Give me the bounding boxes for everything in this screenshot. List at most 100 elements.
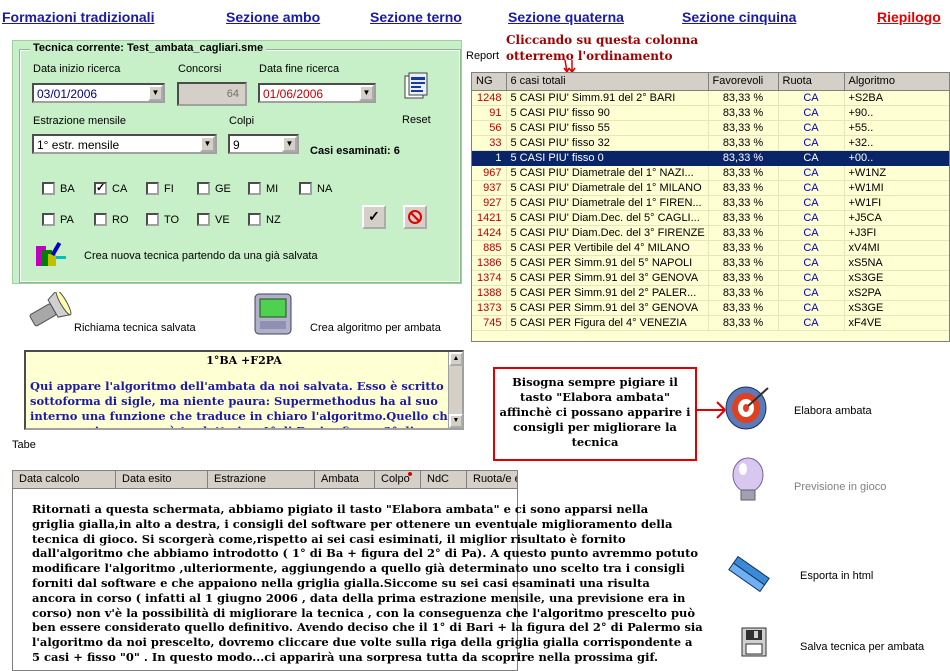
table-cell: 5 CASI PER Simm.91 del 3° GENOVA xyxy=(506,270,709,286)
nav-sezione-terno[interactable]: Sezione terno xyxy=(370,9,462,25)
nav-riepilogo[interactable]: Riepilogo xyxy=(877,9,941,25)
checkbox-fi[interactable] xyxy=(146,182,159,195)
outcome-column-header[interactable]: Ambata xyxy=(315,471,375,489)
esporta-html-button[interactable]: Esporta in html xyxy=(800,570,874,582)
new-from-saved-label[interactable]: Crea nuova tecnica partendo da una già s… xyxy=(84,250,318,262)
checkbox-to[interactable] xyxy=(146,213,159,226)
outcome-column-header[interactable]: Data calcolo xyxy=(13,471,116,489)
table-cell: 5 CASI PIU' fisso 55 xyxy=(506,120,709,136)
table-cell: 83,33 % xyxy=(708,195,779,211)
checkbox-ge[interactable] xyxy=(197,182,210,195)
grid-column-header[interactable]: 6 casi totali xyxy=(506,73,709,91)
table-cell: xF4VE xyxy=(844,315,949,331)
table-cell: 1373 xyxy=(472,300,507,316)
calculator-icon[interactable] xyxy=(252,292,296,338)
table-cell: +90.. xyxy=(844,105,949,121)
table-cell: 967 xyxy=(472,165,507,181)
table-cell: 83,33 % xyxy=(708,105,779,121)
callout-note: Bisogna sempre pigiare il tasto "Elabora… xyxy=(493,367,697,461)
cancel-button[interactable] xyxy=(403,205,427,229)
scroll-down-icon[interactable]: ▼ xyxy=(449,414,463,428)
recall-technique-label[interactable]: Richiama tecnica salvata xyxy=(74,322,196,334)
checkbox-ca[interactable]: ✓ xyxy=(94,182,107,195)
table-cell: 5 CASI PIU' Diametrale del 1° MILANO xyxy=(506,180,709,196)
algorithm-box[interactable]: 1°BA +F2PA Qui appare l'algoritmo dell'a… xyxy=(24,350,464,430)
grid-column-header[interactable]: Ruota xyxy=(778,73,845,91)
previsione-button[interactable]: Previsione in gioco xyxy=(794,481,887,493)
outcome-column-header[interactable]: Colpo xyxy=(375,471,421,489)
outcome-column-header[interactable]: Ruota/e esito xyxy=(467,471,517,489)
table-cell: 5 CASI PIU' Simm.91 del 2° BARI xyxy=(506,90,709,106)
colpi-select[interactable]: 9 ▼ xyxy=(228,134,299,154)
table-cell: CA xyxy=(778,150,845,166)
table-cell: 927 xyxy=(472,195,507,211)
salva-tecnica-button[interactable]: Salva tecnica per ambata xyxy=(800,641,925,653)
table-cell: 885 xyxy=(472,240,507,256)
end-date-picker[interactable]: 01/06/2006 ▼ xyxy=(258,83,376,103)
reset-icon[interactable] xyxy=(402,72,430,102)
lightbulb-icon[interactable] xyxy=(728,455,770,507)
confirm-button[interactable]: ✓ xyxy=(362,205,386,229)
checkbox-ve[interactable] xyxy=(197,213,210,226)
table-cell: 83,33 % xyxy=(708,300,779,316)
flashlight-icon[interactable] xyxy=(22,289,72,332)
chevron-down-icon[interactable]: ▼ xyxy=(282,136,297,152)
check-icon: ✓ xyxy=(368,208,380,224)
target-icon[interactable] xyxy=(722,384,772,432)
table-cell: 1424 xyxy=(472,225,507,241)
nav-sezione-cinquina[interactable]: Sezione cinquina xyxy=(682,9,797,25)
create-algorithm-label[interactable]: Crea algoritmo per ambata xyxy=(310,322,441,334)
checkbox-ba[interactable] xyxy=(42,182,55,195)
estrazione-select[interactable]: 1° estr. mensile ▼ xyxy=(32,134,217,154)
checkbox-pa[interactable] xyxy=(42,213,55,226)
chevron-down-icon[interactable]: ▼ xyxy=(148,85,163,101)
chevron-down-icon[interactable]: ▼ xyxy=(200,136,215,152)
checkbox-mi[interactable] xyxy=(248,182,261,195)
table-cell: 5 CASI PIU' fisso 90 xyxy=(506,105,709,121)
checkbox-nz[interactable] xyxy=(248,213,261,226)
nav-formazioni-tradizionali[interactable]: Formazioni tradizionali xyxy=(2,9,155,25)
checkbox-ro[interactable] xyxy=(94,213,107,226)
nav-sezione-ambo[interactable]: Sezione ambo xyxy=(226,9,321,25)
table-cell: CA xyxy=(778,135,845,151)
checkbox-label-to: TO xyxy=(164,214,180,226)
chevron-down-icon[interactable]: ▼ xyxy=(359,85,374,101)
callout-arrow-icon xyxy=(697,401,726,419)
grid-column-header[interactable]: Favorevoli xyxy=(708,73,779,91)
grid-column-header[interactable]: NG xyxy=(472,73,507,91)
outcome-column-header[interactable]: NdC xyxy=(421,471,467,489)
nav-sezione-quaterna[interactable]: Sezione quaterna xyxy=(508,9,624,25)
checkbox-na[interactable] xyxy=(299,182,312,195)
outcome-column-header[interactable]: Data esito xyxy=(116,471,208,489)
save-disk-icon[interactable] xyxy=(736,626,772,662)
table-cell: 83,33 % xyxy=(708,225,779,241)
table-cell: 83,33 % xyxy=(708,120,779,136)
outcome-column-header[interactable]: Estrazione xyxy=(208,471,315,489)
algorithm-scrollbar[interactable]: ▲ ▼ xyxy=(448,352,463,428)
reset-label[interactable]: Reset xyxy=(402,114,431,126)
scroll-up-icon[interactable]: ▲ xyxy=(449,352,463,366)
new-technique-icon[interactable] xyxy=(32,238,68,268)
books-icon[interactable] xyxy=(724,552,774,596)
start-date-picker[interactable]: 03/01/2006 ▼ xyxy=(32,83,165,103)
elabora-ambata-button[interactable]: Elabora ambata xyxy=(794,405,872,417)
grid-column-header[interactable]: Algoritmo xyxy=(844,73,949,91)
